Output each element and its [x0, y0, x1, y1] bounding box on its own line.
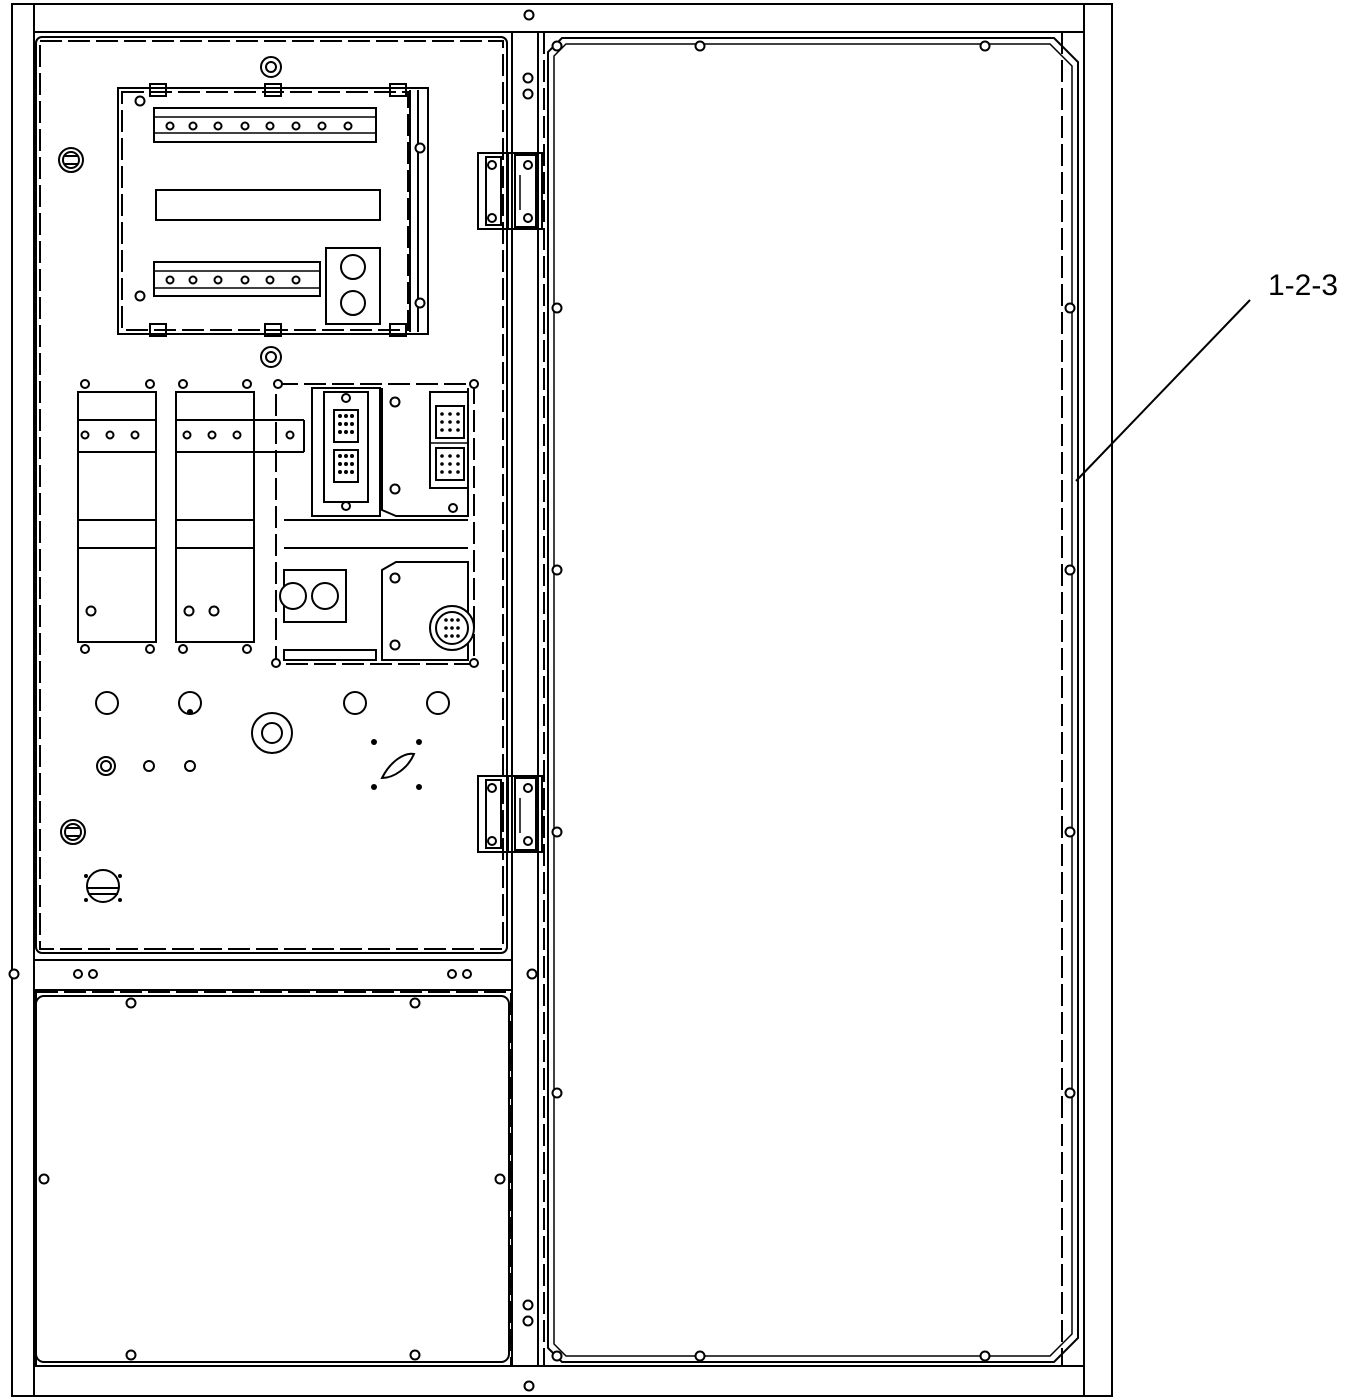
upper-hinge [477, 152, 543, 230]
right-cover-panel [547, 37, 1079, 1363]
quarter-turn-fastener-upper [58, 147, 84, 173]
connector-plate [271, 379, 479, 668]
cabinet-frame [11, 3, 1113, 1397]
frame-screws [8, 9, 538, 1392]
din-rail-module-right [175, 379, 305, 654]
upper-left-panel [35, 36, 508, 954]
lower-hinge [477, 775, 543, 853]
panel-knockouts [84, 691, 450, 903]
lower-left-panel [35, 991, 512, 1367]
terminal-strip-assembly [117, 56, 429, 368]
callout-1-2-3: 1-2-3 [1075, 269, 1338, 482]
callout-label: 1-2-3 [1268, 269, 1338, 302]
din-rail-module-left [77, 379, 157, 654]
quarter-turn-fastener-lower [60, 819, 86, 845]
